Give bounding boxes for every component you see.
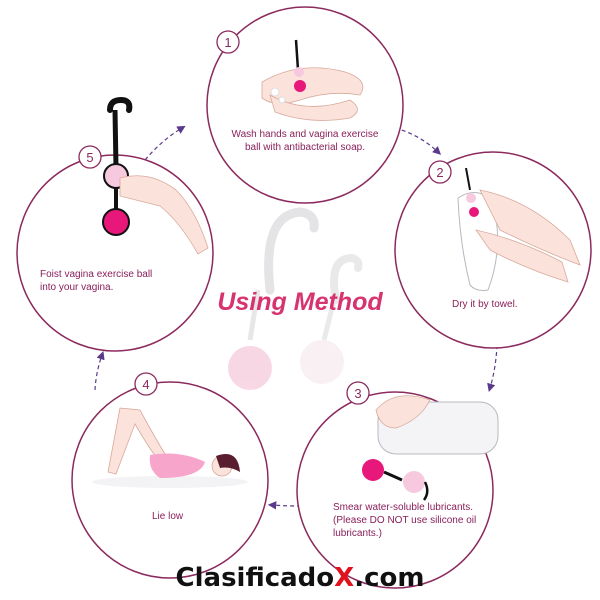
step-1-line-2: ball with antibacterial soap. bbox=[244, 142, 366, 153]
diagram-title: Using Method bbox=[217, 288, 383, 316]
step-2-badge: 2 bbox=[428, 160, 452, 184]
step-2-caption: Dry it by towel. bbox=[452, 298, 518, 311]
arrow-2-to-3 bbox=[487, 344, 498, 393]
arrow-4-to-5 bbox=[94, 351, 105, 391]
brand-accent: X bbox=[334, 563, 355, 593]
arrow-1-to-2 bbox=[394, 127, 442, 155]
step-3 bbox=[296, 391, 499, 589]
step-4-line-1: Lie low bbox=[152, 511, 184, 522]
step-2-line-1: Dry it by towel. bbox=[452, 299, 518, 310]
step-5-number: 5 bbox=[86, 150, 93, 165]
step-1 bbox=[206, 6, 404, 204]
lying-woman-illustration bbox=[92, 407, 248, 488]
brand-tail: .com bbox=[354, 563, 425, 593]
lubricant-illustration bbox=[362, 395, 499, 501]
step-3-line-3: lubricants.) bbox=[333, 528, 382, 539]
step-5-line-1: Foist vagina exercise ball bbox=[40, 269, 153, 280]
step-1-caption: Wash hands and vagina exercise ball with… bbox=[227, 128, 383, 154]
insert-ball-illustration bbox=[102, 96, 209, 255]
step-1-number: 1 bbox=[224, 35, 231, 50]
step-3-badge: 3 bbox=[346, 381, 370, 405]
step-3-caption: Smear water-soluble lubricants. (Please … bbox=[333, 501, 476, 540]
wash-hands-illustration bbox=[261, 39, 364, 121]
step-4-number: 4 bbox=[142, 377, 149, 392]
step-4-caption: Lie low bbox=[152, 510, 183, 523]
center-balls-illustration bbox=[228, 207, 363, 390]
step-3-number: 3 bbox=[354, 386, 361, 401]
step-5-badge: 5 bbox=[78, 145, 102, 169]
brand-watermark: ClasificadoX.com bbox=[0, 563, 600, 593]
step-2 bbox=[394, 151, 592, 349]
step-1-badge: 1 bbox=[216, 30, 240, 54]
brand-main: Clasificado bbox=[175, 563, 335, 593]
step-5-line-2: into your vagina. bbox=[40, 282, 114, 293]
step-5-caption: Foist vagina exercise ball into your vag… bbox=[40, 268, 152, 294]
step-3-line-2: (Please DO NOT use silicone oil bbox=[333, 515, 477, 526]
arrow-5-to-1 bbox=[144, 125, 186, 161]
step-3-line-1: Smear water-soluble lubricants. bbox=[333, 502, 474, 513]
step-5 bbox=[16, 96, 214, 352]
step-4 bbox=[71, 381, 269, 579]
step-4-badge: 4 bbox=[134, 372, 158, 396]
step-1-line-1: Wash hands and vagina exercise bbox=[231, 129, 379, 140]
step-2-number: 2 bbox=[436, 165, 443, 180]
towel-drying-illustration bbox=[457, 167, 581, 291]
